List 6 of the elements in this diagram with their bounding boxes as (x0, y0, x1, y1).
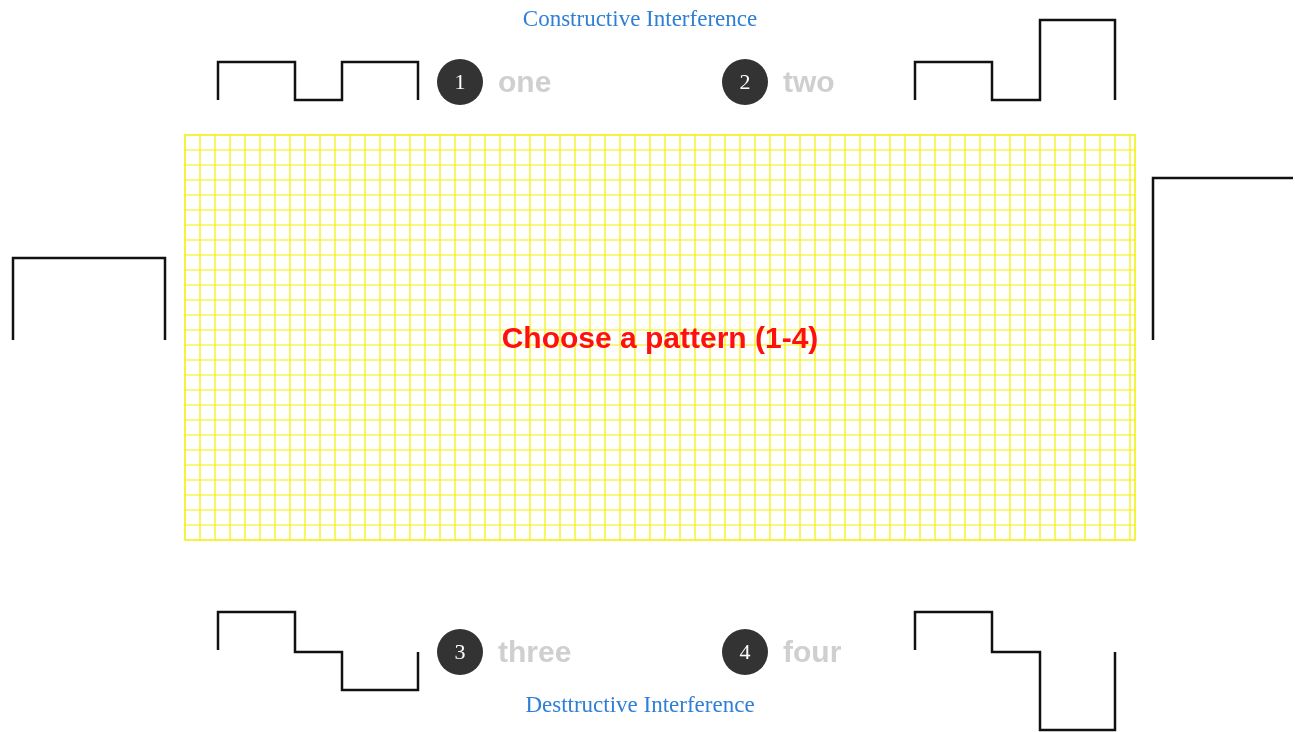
number-badge: 1 (437, 59, 483, 105)
caption: Desttructive Interference (525, 692, 755, 718)
number-badge: 4 (722, 629, 768, 675)
number-badge: 2 (722, 59, 768, 105)
number-badge: 3 (437, 629, 483, 675)
heading: Constructive Interference (522, 6, 758, 32)
